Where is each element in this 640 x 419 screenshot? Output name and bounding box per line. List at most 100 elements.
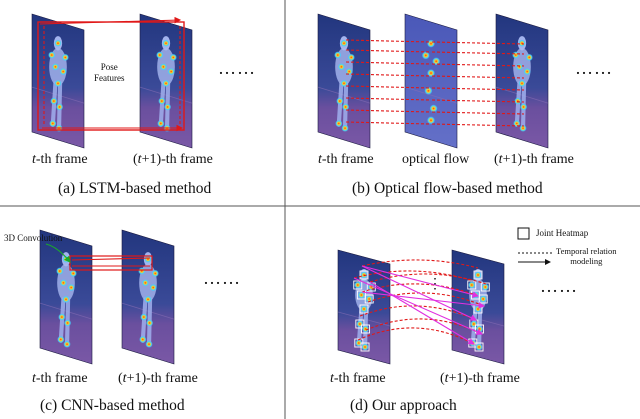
suffix: -th frame xyxy=(35,152,88,167)
heat-spot xyxy=(141,279,150,287)
flow-link-right xyxy=(431,99,525,103)
heat-spot xyxy=(347,53,355,62)
flow-spot xyxy=(424,86,433,95)
frame-b-flow xyxy=(404,13,458,149)
frame-d-t xyxy=(337,249,391,365)
flow-spot xyxy=(429,104,438,113)
flow-link-left xyxy=(345,73,431,77)
frame-label-b-flow: optical flow xyxy=(402,152,470,167)
legend-heatmap-swatch xyxy=(517,227,530,240)
ellipsis-d: …… xyxy=(540,276,578,296)
frame-label-c-t: t-th frame xyxy=(32,371,88,387)
heat-spot xyxy=(169,53,177,62)
frames-layer xyxy=(31,13,549,365)
relation-solid xyxy=(369,281,475,345)
frame-label-a-t1: (t+1)-th frame xyxy=(133,152,213,168)
caption-c: (c) CNN-based method xyxy=(40,397,185,414)
mid-dots: ⋮ xyxy=(428,277,442,292)
heat-spot xyxy=(58,313,66,321)
heat-spot xyxy=(156,51,164,59)
heat-spot xyxy=(67,283,75,292)
caption-a: (a) LSTM-based method xyxy=(58,180,212,197)
relation-dashed xyxy=(359,305,477,321)
frame-d-t1 xyxy=(451,249,505,365)
heat-spot xyxy=(158,97,166,105)
flow-link-right xyxy=(431,111,525,115)
conv3d-link-1 xyxy=(71,257,151,261)
suffix: -th frame xyxy=(321,152,374,167)
heat-spot xyxy=(356,320,364,328)
pre: ( xyxy=(440,371,445,386)
heat-spot xyxy=(59,279,68,287)
relation-solid xyxy=(361,291,486,309)
heat-spot xyxy=(341,103,350,111)
pre: ( xyxy=(133,152,138,167)
flow-link-right xyxy=(431,123,525,127)
heat-spot xyxy=(63,319,72,327)
joint-box xyxy=(364,294,374,304)
suffix: +1)-th frame xyxy=(141,152,213,167)
suffix: -th frame xyxy=(333,371,386,386)
var-t: t xyxy=(32,371,36,386)
heat-spot xyxy=(470,320,478,328)
heat-spot xyxy=(56,267,64,275)
heat-spot xyxy=(48,51,56,59)
heat-spot xyxy=(479,295,487,303)
heat-spot xyxy=(519,124,527,132)
joint-box xyxy=(360,342,370,352)
flow-link-right xyxy=(431,51,525,55)
heat-spot xyxy=(525,53,533,62)
heat-spot xyxy=(468,281,476,289)
frame-a-t xyxy=(31,13,85,149)
caption-d: (d) Our approach xyxy=(350,397,457,414)
heat-spot xyxy=(145,340,153,348)
joint-box xyxy=(467,280,477,290)
heat-spot xyxy=(337,63,346,71)
flow-link-left xyxy=(345,49,431,53)
var-t: t xyxy=(330,371,334,386)
var-t: t xyxy=(137,152,142,167)
relation-dashed xyxy=(369,273,487,285)
heat-spot xyxy=(361,325,370,333)
heat-spot xyxy=(69,269,77,278)
frame-label-b-t1: (t+1)-th frame xyxy=(494,152,574,168)
heat-spot xyxy=(360,271,368,279)
heat-spot xyxy=(61,53,69,62)
relation-dashed xyxy=(361,283,479,297)
flow-spot xyxy=(421,51,430,60)
frame-label-b-t: t-th frame xyxy=(318,152,374,168)
heat-spot xyxy=(54,79,62,87)
heat-spot xyxy=(55,103,64,111)
pre: ( xyxy=(118,371,123,386)
heat-spot xyxy=(335,119,343,128)
heat-spot xyxy=(140,313,148,321)
heat-spot xyxy=(144,255,152,263)
frame-label-d-t1: (t+1)-th frame xyxy=(440,371,520,387)
flow-spot xyxy=(432,57,441,66)
heat-spot xyxy=(162,79,170,87)
ellipsis-a: …… xyxy=(218,58,256,78)
flow-spot xyxy=(427,39,435,48)
relation-solid xyxy=(353,277,484,335)
suffix: +1)-th frame xyxy=(502,152,574,167)
suffix: -th frame xyxy=(35,371,88,386)
links-layer xyxy=(37,16,525,345)
joint-box xyxy=(359,270,369,280)
flow-link-right xyxy=(431,75,525,79)
var-t: t xyxy=(498,152,503,167)
relation-solid xyxy=(361,265,480,298)
flow-link-left xyxy=(345,109,431,113)
joint-box xyxy=(355,319,365,329)
frame-label-d-t: t-th frame xyxy=(330,371,386,387)
frame-c-t xyxy=(39,229,93,365)
heat-spot xyxy=(63,340,71,348)
relation-dashed xyxy=(367,292,485,307)
heat-spot xyxy=(357,291,366,299)
flow-link-right xyxy=(431,63,525,67)
heat-spot xyxy=(519,103,528,111)
heat-spot xyxy=(336,97,344,105)
var-t: t xyxy=(318,152,322,167)
legend-heatmap-label: Joint Heatmap xyxy=(536,228,589,238)
frame-b-t xyxy=(317,13,371,149)
lstm-link-top xyxy=(39,16,182,25)
